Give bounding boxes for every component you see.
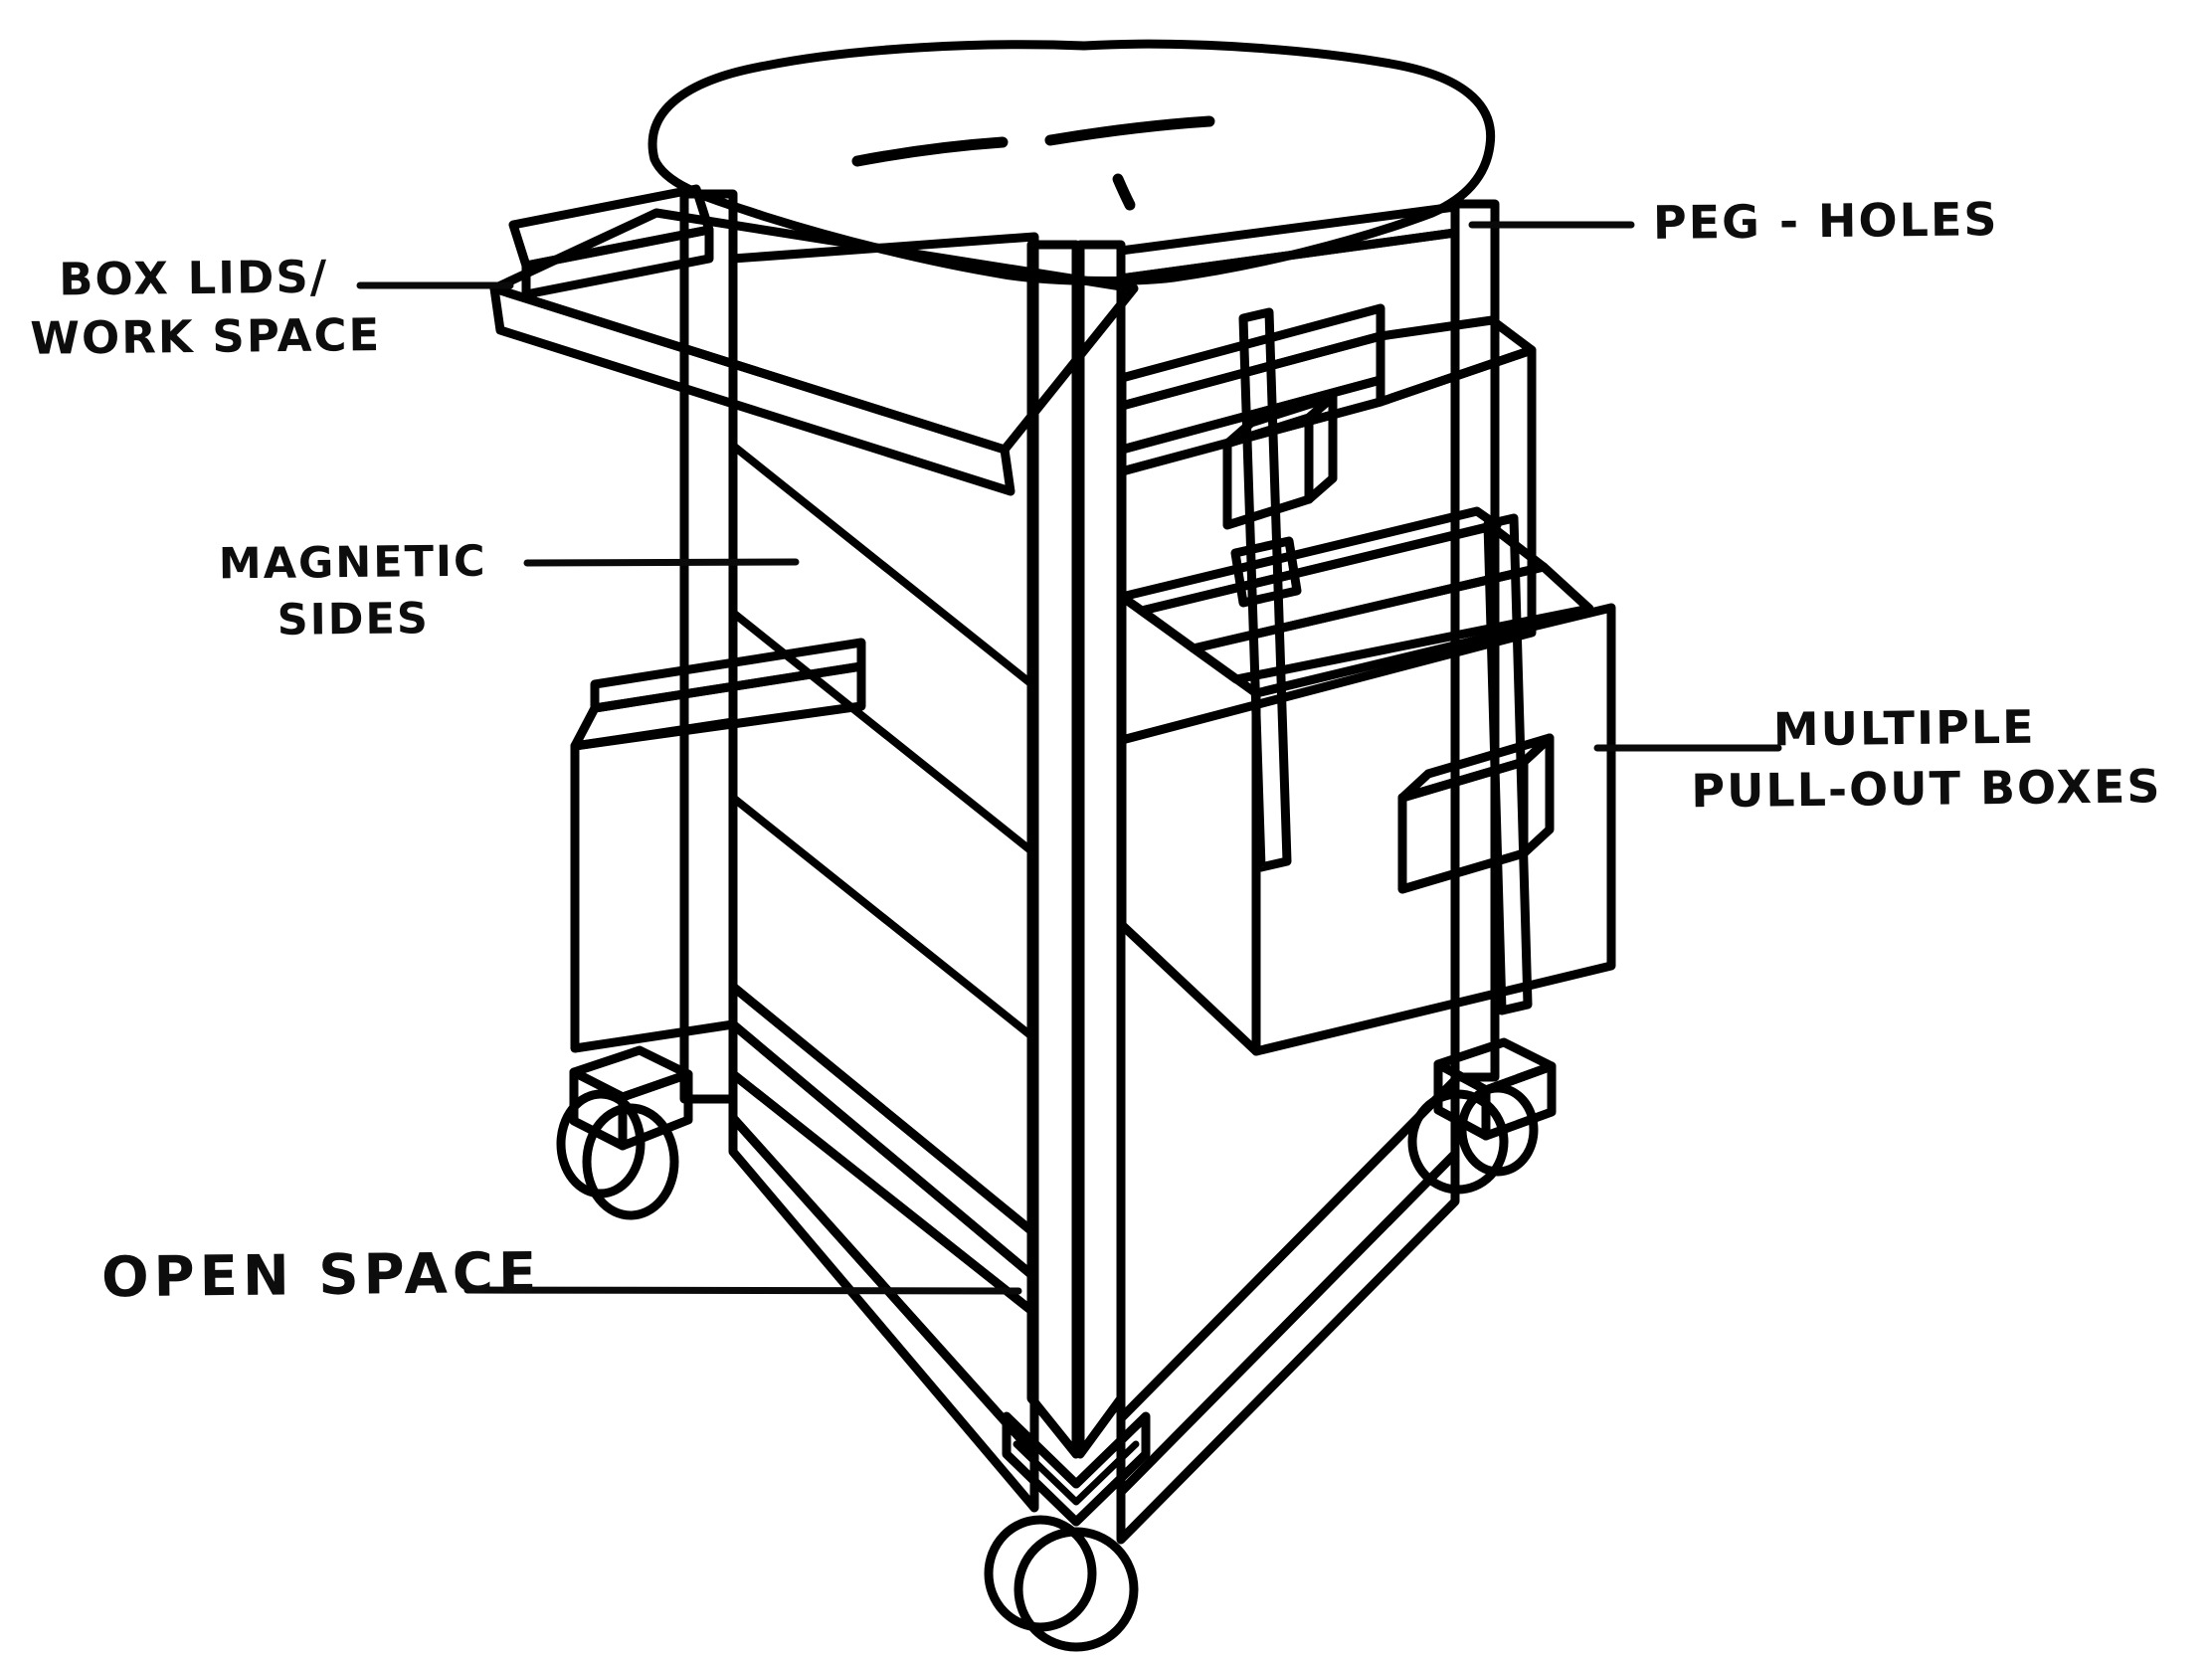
label-magnetic-line2: SIDES [276,593,431,645]
label-box-lids: BOX LIDS/ WORK SPACE [29,247,382,368]
big-box-back-wall [1117,506,1502,616]
lower-pullout-box [1117,506,1616,1056]
caster-mount-chevron [1002,1411,1151,1527]
label-box-lids-line1: BOX LIDS/ [58,250,329,306]
peg-hole [1044,418,1062,446]
panel-slat-line [729,794,1038,1042]
peg-hole [1091,414,1109,442]
cushion-crease [851,136,1009,167]
shelf-rail-left [728,1113,1039,1513]
shelf-rail-right [1116,1149,1460,1545]
right-rear-caster [1407,1037,1557,1195]
label-magnetic-sides: MAGNETIC SIDES [203,533,502,649]
big-box-front-face [1251,603,1616,1056]
front-post-right-face [1075,240,1126,1459]
left-rear-post-face [679,189,738,1104]
label-peg-holes: PEG - HOLES [1653,189,1999,253]
front-caster [984,1411,1151,1652]
left-rear-post [679,189,738,1104]
caster-wheel [1407,1089,1509,1195]
rear-lid-board-top [508,184,714,271]
left-rear-caster [556,1045,693,1220]
big-box-left-face [1117,592,1261,1056]
peg-hole [1091,290,1109,318]
label-box-lids-line2: WORK SPACE [30,308,382,366]
workspace-board-edge [489,283,1015,496]
big-box-handle [1397,757,1529,894]
caster-mount-line [1013,1440,1140,1506]
caster-shadow [984,1515,1097,1632]
shelf-surface-right [1116,1075,1460,1497]
peg-hole [699,471,717,499]
peg-hole [1091,352,1109,380]
label-open-space: OPEN SPACE [101,1237,542,1316]
top-box-handle [1222,413,1314,530]
leader-open-space [463,1286,1022,1295]
label-pull-out-line1: MULTIPLE [1772,699,2036,757]
front-post [1026,240,1126,1459]
cushion-crease [1112,173,1136,211]
label-open-space-text: OPEN SPACE [100,1240,542,1311]
panel-slat-line [729,442,1038,690]
peg-hole [1044,294,1062,322]
left-box-face [570,717,738,1053]
peg-hole [1044,479,1062,507]
big-box-strap [1483,513,1533,1015]
leader-magnetic [523,558,800,567]
peg-hole [1091,475,1109,503]
peg-hole [699,412,717,440]
caster-mount [1481,1061,1557,1141]
caster-shadow [556,1089,645,1198]
peg-hole [1466,288,1484,316]
label-pull-out-line2: PULL-OUT BOXES [1691,759,2162,818]
label-pull-out-boxes: MULTIPLE PULL-OUT BOXES [1690,696,2162,822]
rear-lid-board-edge [521,225,714,299]
cushion-crease [1044,115,1215,146]
cushion-body [647,39,1496,285]
label-peg-holes-text: PEG - HOLES [1652,192,1999,250]
seat-cushion [647,39,1496,285]
caster-wheel [582,1103,679,1220]
caster-wheel [1014,1527,1139,1652]
left-box-interior [570,661,866,751]
leader-lines [356,221,1782,1295]
peg-hole [1466,229,1484,257]
caster-mount [618,1069,693,1151]
peg-hole [699,531,717,559]
left-pullout-box [570,638,866,1053]
top-box-strap [1238,307,1292,872]
label-magnetic-line1: MAGNETIC [218,536,487,590]
